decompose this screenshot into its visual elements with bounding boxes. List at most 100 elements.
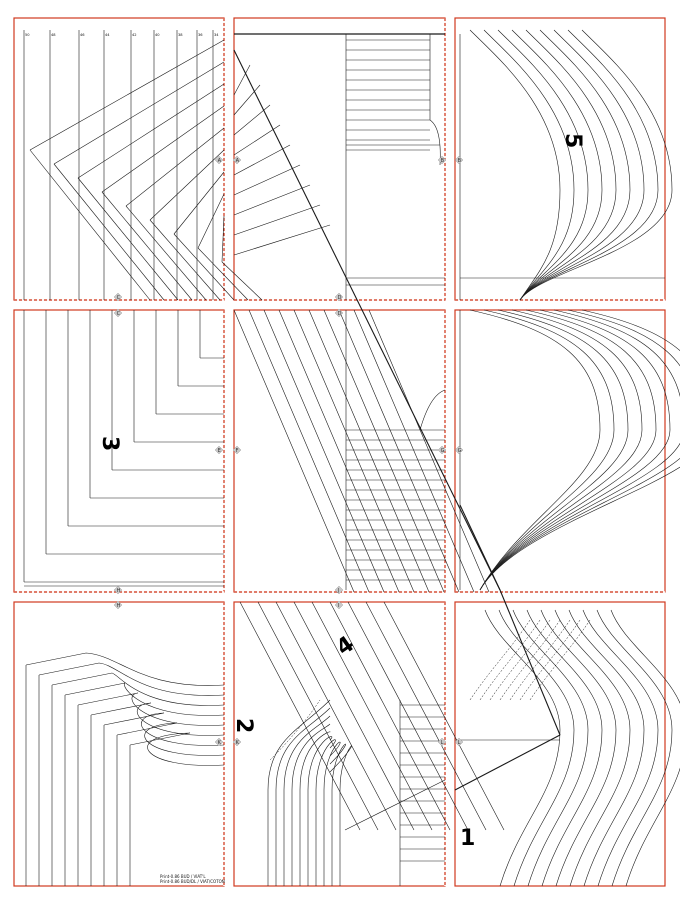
page-frame-9 bbox=[454, 601, 666, 887]
size-code-label: 38 bbox=[178, 33, 183, 37]
piece1-curve bbox=[540, 609, 617, 887]
marker-diamond bbox=[454, 445, 464, 455]
short-diagonal bbox=[233, 224, 331, 256]
sleeve-curve bbox=[511, 29, 603, 301]
marker-letter: G bbox=[441, 448, 445, 454]
dashed-curve bbox=[469, 619, 531, 701]
marker-diamond bbox=[334, 585, 344, 595]
step-curve bbox=[64, 682, 225, 716]
piece-label-1: 1 bbox=[460, 826, 475, 851]
marker-H: H bbox=[113, 585, 123, 595]
marker-A: A bbox=[232, 155, 242, 165]
sleeve-curve bbox=[479, 309, 643, 591]
short-diagonal bbox=[233, 184, 311, 216]
curved-band bbox=[307, 736, 333, 886]
marker-F: F bbox=[232, 445, 242, 455]
strip-end bbox=[344, 779, 446, 831]
sleeve-curve bbox=[469, 29, 561, 301]
size-code-label: 50 bbox=[25, 33, 30, 37]
marker-letter: D bbox=[338, 295, 342, 301]
marker-diamond bbox=[437, 155, 447, 165]
marker-letter: G bbox=[458, 448, 462, 454]
main-diagonal bbox=[499, 589, 561, 736]
marker-letter: I bbox=[338, 603, 339, 609]
parallel-diagonal bbox=[368, 309, 490, 593]
dashed-curve bbox=[519, 619, 581, 701]
parallel-diagonal bbox=[353, 309, 475, 593]
parallel-diagonal bbox=[278, 309, 400, 593]
step-curve bbox=[90, 702, 225, 736]
marker-letter: A bbox=[218, 158, 222, 164]
sleeve-curve bbox=[519, 29, 645, 301]
diagonal-seam bbox=[125, 205, 207, 301]
marker-I: I bbox=[334, 600, 344, 610]
marker-L: L bbox=[454, 737, 464, 747]
short-diagonal bbox=[233, 144, 291, 176]
main-diagonal bbox=[233, 49, 501, 591]
sleeve-curve bbox=[519, 29, 617, 301]
diagonal-seam bbox=[221, 215, 225, 263]
sleeve-curve bbox=[479, 309, 629, 591]
piece1-curve bbox=[610, 609, 680, 887]
piece1-curve bbox=[526, 609, 603, 887]
curved-band bbox=[315, 739, 336, 886]
diagonal-seam bbox=[149, 219, 221, 301]
marker-letter: K bbox=[236, 740, 240, 746]
size-code-label: 42 bbox=[132, 33, 137, 37]
parallel-diagonal bbox=[323, 309, 445, 593]
marker-B: B bbox=[437, 155, 447, 165]
marker-diamond bbox=[113, 600, 123, 610]
sleeve-curve bbox=[483, 29, 575, 301]
sleeve-curve bbox=[519, 29, 673, 301]
step-curve bbox=[51, 672, 225, 706]
size-code-label: 34 bbox=[214, 33, 219, 37]
marker-A: A bbox=[214, 155, 224, 165]
marker-letter: L bbox=[441, 740, 444, 746]
strip-diagonal bbox=[329, 601, 451, 831]
marker-letter: E bbox=[218, 448, 221, 454]
strip-diagonal bbox=[239, 601, 361, 831]
marker-letter: L bbox=[458, 740, 461, 746]
marker-C: C bbox=[113, 308, 123, 318]
curved-band bbox=[291, 723, 331, 886]
strip-diagonal bbox=[383, 601, 505, 831]
dashed-curve bbox=[499, 619, 561, 701]
curved-band bbox=[275, 707, 331, 886]
marker-G: G bbox=[454, 445, 464, 455]
marker-diamond bbox=[232, 737, 242, 747]
marker-letter: J bbox=[337, 588, 339, 594]
diagonal-seam bbox=[149, 149, 225, 221]
diagonal-seam bbox=[53, 163, 165, 301]
marker-diamond bbox=[437, 445, 447, 455]
page-frame-7 bbox=[13, 601, 225, 887]
marker-letter: A bbox=[236, 158, 240, 164]
short-diagonal bbox=[233, 104, 271, 136]
strip-diagonal bbox=[365, 601, 487, 831]
size-code-label: 44 bbox=[105, 33, 110, 37]
diagonal-seam bbox=[77, 83, 225, 179]
step-curve bbox=[25, 652, 225, 686]
diagonal-seam bbox=[197, 193, 225, 249]
parallel-diagonal bbox=[248, 309, 370, 593]
step-curve bbox=[129, 732, 225, 766]
marker-B: B bbox=[454, 155, 464, 165]
marker-diamond bbox=[334, 292, 344, 302]
marker-letter: C bbox=[117, 295, 121, 301]
main-diagonal bbox=[459, 504, 501, 591]
parallel-diagonal bbox=[233, 309, 355, 593]
marker-L: L bbox=[437, 737, 447, 747]
marker-diamond bbox=[214, 155, 224, 165]
size-code-label: 36 bbox=[198, 33, 203, 37]
marker-J: J bbox=[334, 585, 344, 595]
marker-diamond bbox=[113, 292, 123, 302]
dashed-curve bbox=[509, 619, 571, 701]
marker-diamond bbox=[454, 737, 464, 747]
diagonal-seam bbox=[53, 61, 225, 165]
marker-E: E bbox=[214, 445, 224, 455]
piece-label-5: 5 bbox=[560, 133, 585, 148]
strip-diagonal bbox=[311, 601, 433, 831]
print-note-1: Print-0.86 BUD / VIAT'L bbox=[160, 874, 206, 879]
piece1-curve bbox=[582, 609, 659, 887]
